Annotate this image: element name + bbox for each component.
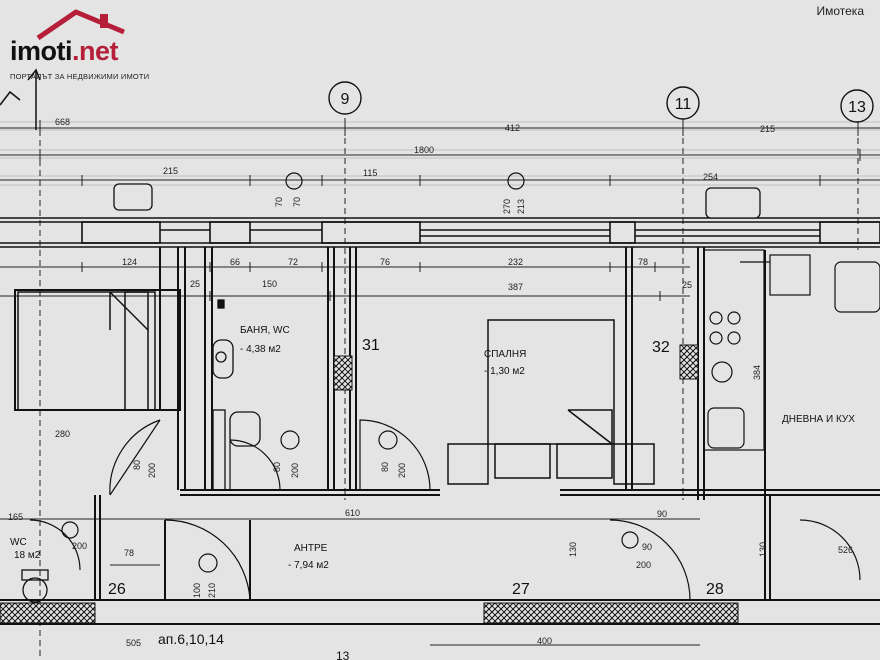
dim-115: 115 [363,168,377,178]
room-entrance-area: - 7,94 м2 [288,560,329,571]
dim-25-right: 25 [682,280,692,290]
dim-90-top: 90 [657,509,667,519]
axis-11-marker [666,86,700,120]
room-number-26: 26 [108,581,126,598]
dim-80-mid: 80 [272,462,282,472]
dim-200-lower-left: 200 [72,541,87,551]
dim-80-left: 80 [132,460,142,470]
room-bath-area: - 4,38 м2 [240,344,281,355]
room-living-name: ДНЕВНА И КУХ [782,414,855,425]
watermark-text: Имотека [816,4,864,18]
dim-90-bottom: 90 [642,542,652,552]
dim-100: 100 [192,583,202,598]
dim-254: 254 [703,172,718,182]
dim-210: 210 [207,583,217,598]
axis-11-label: 11 [675,96,692,113]
bed-bedroom [487,319,615,445]
dim-610: 610 [345,508,360,518]
dim-526: 526 [838,545,853,555]
dim-280: 280 [55,429,70,439]
axis-9-label: 9 [341,91,350,108]
dim-25-left: 25 [190,279,200,289]
dim-384: 384 [752,365,762,380]
dim-70a: 70 [274,197,284,207]
dim-668: 668 [55,117,70,127]
dim-200-right: 200 [397,463,407,478]
room-number-32: 32 [652,339,670,356]
site-logo[interactable]: imoti.net ПОРТАЛЪТ ЗА НЕДВИЖИМИ ИМОТИ [8,6,178,84]
apartment-label: ап.6,10,14 [158,631,224,647]
dim-215-right: 215 [760,124,775,134]
room-bath-name: БАНЯ, WC [240,325,290,336]
dim-215-left: 215 [163,166,178,176]
axis-13-marker [840,89,874,123]
room-bedroom-area: - 1,30 м2 [484,366,525,377]
room-number-13: 13 [336,649,350,660]
logo-tagline: ПОРТАЛЪТ ЗА НЕДВИЖИМИ ИМОТИ [10,72,150,81]
room-number-31: 31 [362,337,380,354]
dim-200-left: 200 [147,463,157,478]
logo-wordmark: imoti.net [10,36,119,67]
dim-70b: 70 [292,197,302,207]
dim-400: 400 [537,636,552,646]
dim-505: 505 [126,638,141,648]
dim-270: 270 [502,199,512,214]
room-number-27: 27 [512,581,530,598]
dim-412: 412 [505,123,520,133]
dim-165: 165 [8,512,23,522]
dim-1800: 1800 [414,145,434,155]
dim-150: 150 [262,279,277,289]
room-number-28: 28 [706,581,724,598]
room-wc-area: 18 м2 [14,550,41,561]
dim-130-right: 130 [758,542,768,557]
room-wc-left: WC [10,537,27,548]
dim-80-right: 80 [380,462,390,472]
logo-main: imoti [10,36,73,66]
axis-13-label: 13 [848,99,866,116]
house-roof-icon [36,9,125,41]
dim-213: 213 [516,199,526,214]
dim-387: 387 [508,282,523,292]
dim-130-left: 130 [568,542,578,557]
room-entrance-name: АНТРЕ [294,543,328,554]
room-bedroom-name: СПАЛНЯ [484,349,526,360]
logo-dot-net: .net [72,36,119,66]
dim-200-mid: 200 [290,463,300,478]
section-arrow-icon [0,68,41,130]
dim-72: 72 [288,257,298,267]
dim-66: 66 [230,257,240,267]
axis-9-marker [328,81,362,115]
dim-200-bottom: 200 [636,560,651,570]
dim-124: 124 [122,257,137,267]
dim-76: 76 [380,257,390,267]
dim-232: 232 [508,257,523,267]
dim-78-top: 78 [638,257,648,267]
dim-78-bottom: 78 [124,548,134,558]
bed-left [17,291,149,411]
